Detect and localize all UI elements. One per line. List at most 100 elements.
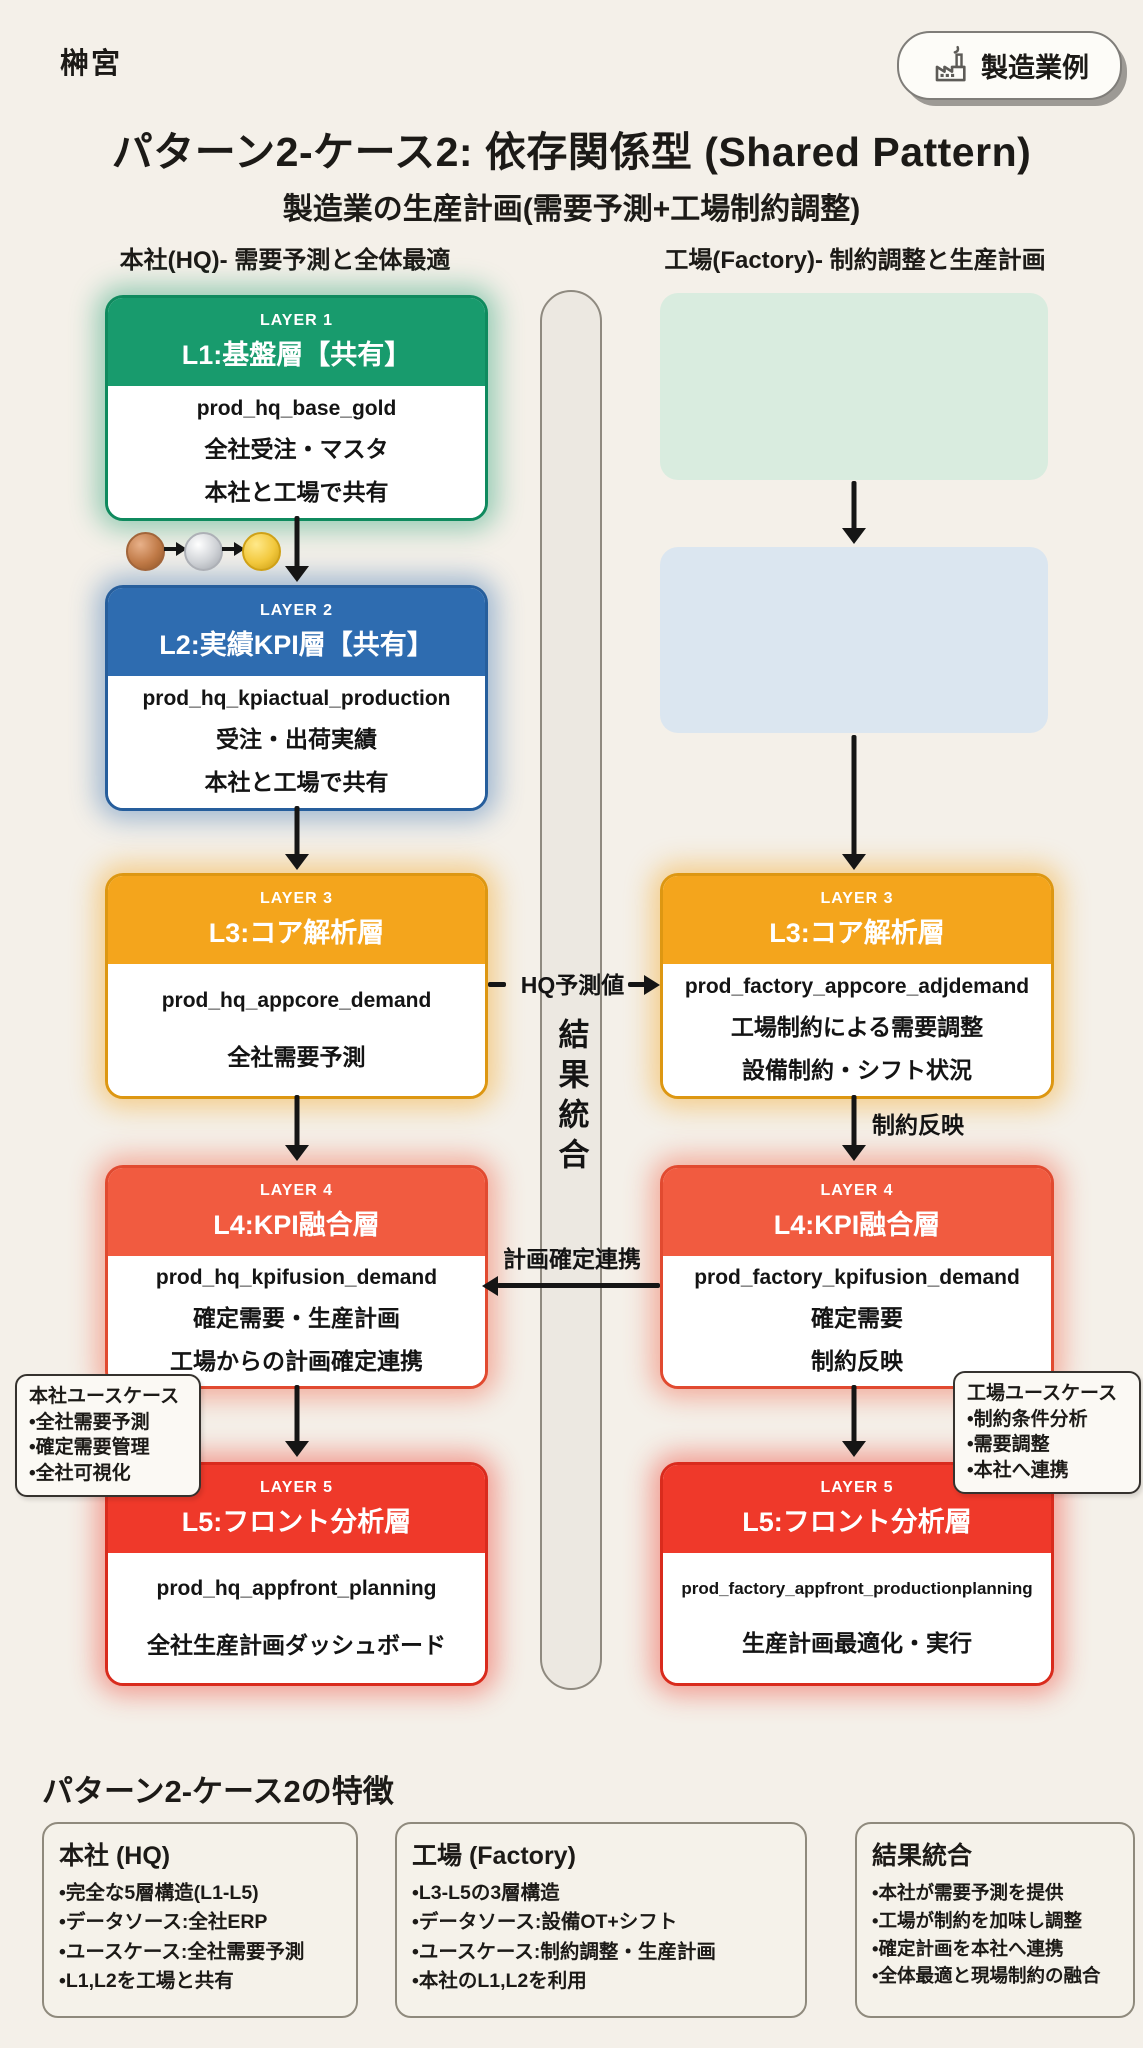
factory-l3-box: LAYER 3 L3:コア解析層 prod_factory_appcore_ad… [660, 873, 1054, 1099]
plan-confirm-arrow-head [482, 1276, 498, 1296]
hq-forecast-arrow-label: HQ予測値 [520, 972, 625, 998]
gold-medal-icon [242, 532, 281, 571]
feature-title: 工場 (Factory) [412, 1842, 576, 1870]
layer-desc: 確定需要・生産計画 [193, 1305, 400, 1331]
feature-item: •データソース:全社ERP [59, 1911, 268, 1934]
badge-label: 製造業例 [981, 53, 1089, 83]
bronze-medal-icon [126, 532, 165, 571]
layer-body: prod_hq_kpiactual_production 受注・出荷実績 本社と… [108, 676, 485, 808]
factory-l5-box: LAYER 5 L5:フロント分析層 prod_factory_appfront… [660, 1462, 1054, 1686]
feature-item: •全体最適と現場制約の融合 [872, 1965, 1101, 1987]
layer-desc: 確定需要 [811, 1305, 903, 1331]
factory-column-header: 工場(Factory)- 制約調整と生産計画 [664, 247, 1046, 274]
arrow-hq-l1-l2 [284, 516, 310, 582]
medal-arrow-icon [234, 542, 245, 556]
page-title: パターン2-ケース2: 依存関係型 (Shared Pattern) [111, 129, 1032, 175]
layer-tag: LAYER 2 [259, 602, 334, 619]
factory-shared-l1-ghost-box [660, 293, 1048, 480]
layer-body: prod_hq_appfront_planning 全社生産計画ダッシュボード [108, 1553, 485, 1683]
layer-title: L5:フロント分析層 [742, 1507, 972, 1537]
feature-item: •本社のL1,L2を利用 [412, 1969, 587, 1992]
feature-box-factory: 工場 (Factory) •L3-L5の3層構造 •データソース:設備OT+シフ… [395, 1822, 807, 2018]
layer-body: prod_hq_base_gold 全社受注・マスタ 本社と工場で共有 [108, 386, 485, 518]
feature-item: •データソース:設備OT+シフト [412, 1911, 678, 1934]
layer-header: LAYER 4 L4:KPI融合層 [663, 1168, 1051, 1256]
plan-confirm-arrow-label: 計画確定連携 [503, 1246, 641, 1272]
hq-forecast-arrow-line [628, 982, 646, 987]
layer-desc: 工場制約による需要調整 [730, 1014, 984, 1040]
layer-title: L1:基盤層【共有】 [181, 340, 412, 370]
hq-l5-box: LAYER 5 L5:フロント分析層 prod_hq_appfront_plan… [105, 1462, 488, 1686]
arrow-factory-ghost2-l3 [841, 735, 867, 870]
layer-tag: LAYER 4 [259, 1182, 334, 1199]
feature-item: •確定計画を本社へ連携 [872, 1937, 1064, 1959]
dataset-code: prod_factory_appfront_productionplanning [681, 1578, 1033, 1598]
layer-title: L4:KPI融合層 [213, 1210, 380, 1240]
hq-forecast-arrow-head [644, 975, 660, 995]
hq-l4-box: LAYER 4 L4:KPI融合層 prod_hq_kpifusion_dema… [105, 1165, 488, 1389]
note-item: •全社可視化 [29, 1462, 131, 1484]
silver-medal-icon [184, 532, 223, 571]
feature-title: 本社 (HQ) [59, 1842, 171, 1870]
arrow-hq-l4-l5 [284, 1385, 310, 1457]
arrow-factory-l4-l5 [841, 1385, 867, 1457]
medal-arrow-icon [176, 542, 187, 556]
dataset-code: prod_hq_base_gold [196, 397, 397, 420]
hq-column-header: 本社(HQ)- 需要予測と全体最適 [119, 247, 451, 274]
feature-item: •L3-L5の3層構造 [412, 1882, 560, 1904]
note-item: •需要調整 [967, 1434, 1050, 1456]
hq-forecast-arrow-line [488, 982, 506, 987]
hq-l1-box: LAYER 1 L1:基盤層【共有】 prod_hq_base_gold 全社受… [105, 295, 488, 521]
industry-badge: 製造業例 [897, 31, 1122, 100]
dataset-code: prod_factory_appcore_adjdemand [684, 975, 1030, 998]
dataset-code: prod_factory_kpifusion_demand [694, 1266, 1020, 1289]
arrow-hq-l3-l4 [284, 1095, 310, 1161]
layer-title: L2:実績KPI層【共有】 [159, 630, 434, 660]
note-item: •確定需要管理 [29, 1437, 150, 1459]
arrow-factory-ghost1-ghost2 [841, 481, 867, 544]
layer-desc: 全社需要予測 [227, 1043, 366, 1070]
feature-item: •本社が需要予測を提供 [872, 1882, 1064, 1903]
constraint-arrow-label: 制約反映 [872, 1112, 964, 1138]
layer-header: LAYER 3 L3:コア解析層 [663, 876, 1051, 964]
features-heading: パターン2-ケース2の特徴 [42, 1774, 394, 1809]
note-item: •全社需要予測 [29, 1411, 150, 1433]
dataset-code: prod_hq_appcore_demand [161, 988, 432, 1012]
layer-body: prod_factory_kpifusion_demand 確定需要 制約反映 [663, 1256, 1051, 1386]
layer-desc: 全社受注・マスタ [204, 436, 389, 462]
layer-header: LAYER 2 L2:実績KPI層【共有】 [108, 588, 485, 676]
layer-body: prod_hq_kpifusion_demand 確定需要・生産計画 工場からの… [108, 1256, 485, 1386]
factory-icon [935, 45, 966, 81]
medal-arrow-icon [222, 547, 234, 551]
layer-body: prod_factory_appfront_productionplanning… [663, 1553, 1051, 1683]
plan-confirm-arrow-line [497, 1283, 660, 1288]
layer-tag: LAYER 4 [820, 1182, 894, 1199]
layer-title: L3:コア解析層 [208, 918, 385, 948]
dataset-code: prod_hq_kpiactual_production [142, 687, 451, 710]
factory-usecase-note: 工場ユースケース •制約条件分析 •需要調整 •本社へ連携 [953, 1371, 1141, 1494]
layer-desc: 受注・出荷実績 [216, 726, 377, 752]
layer-desc: 生産計画最適化・実行 [742, 1629, 972, 1656]
layer-body: prod_hq_appcore_demand 全社需要予測 [108, 964, 485, 1096]
feature-box-integration: 結果統合 •本社が需要予測を提供 •工場が制約を加味し調整 •確定計画を本社へ連… [855, 1822, 1135, 2018]
hq-l2-box: LAYER 2 L2:実績KPI層【共有】 prod_hq_kpiactual_… [105, 585, 488, 811]
layer-tag: LAYER 3 [820, 890, 894, 907]
note-item: •制約条件分析 [967, 1408, 1088, 1430]
layer-desc: 設備制約・シフト状況 [742, 1057, 972, 1083]
layer-desc: 工場からの計画確定連携 [170, 1348, 423, 1374]
arrow-hq-l2-l3 [284, 806, 310, 870]
layer-desc: 全社生産計画ダッシュボード [147, 1631, 446, 1658]
feature-item: •L1,L2を工場と共有 [59, 1969, 234, 1992]
integration-bar-label: 結果統合 [553, 1017, 589, 1178]
hq-l3-box: LAYER 3 L3:コア解析層 prod_hq_appcore_demand … [105, 873, 488, 1099]
feature-item: •ユースケース:制約調整・生産計画 [412, 1940, 716, 1963]
layer-desc: 本社と工場で共有 [204, 479, 389, 505]
layer-header: LAYER 4 L4:KPI融合層 [108, 1168, 485, 1256]
dataset-code: prod_hq_appfront_planning [156, 1576, 437, 1600]
note-title: 工場ユースケース [967, 1383, 1118, 1404]
medal-arrow-icon [164, 547, 176, 551]
layer-header: LAYER 3 L3:コア解析層 [108, 876, 485, 964]
layer-desc: 本社と工場で共有 [204, 769, 389, 795]
page-subtitle: 製造業の生産計画(需要予測+工場制約調整) [282, 193, 861, 226]
feature-item: •完全な5層構造(L1-L5) [59, 1882, 259, 1904]
